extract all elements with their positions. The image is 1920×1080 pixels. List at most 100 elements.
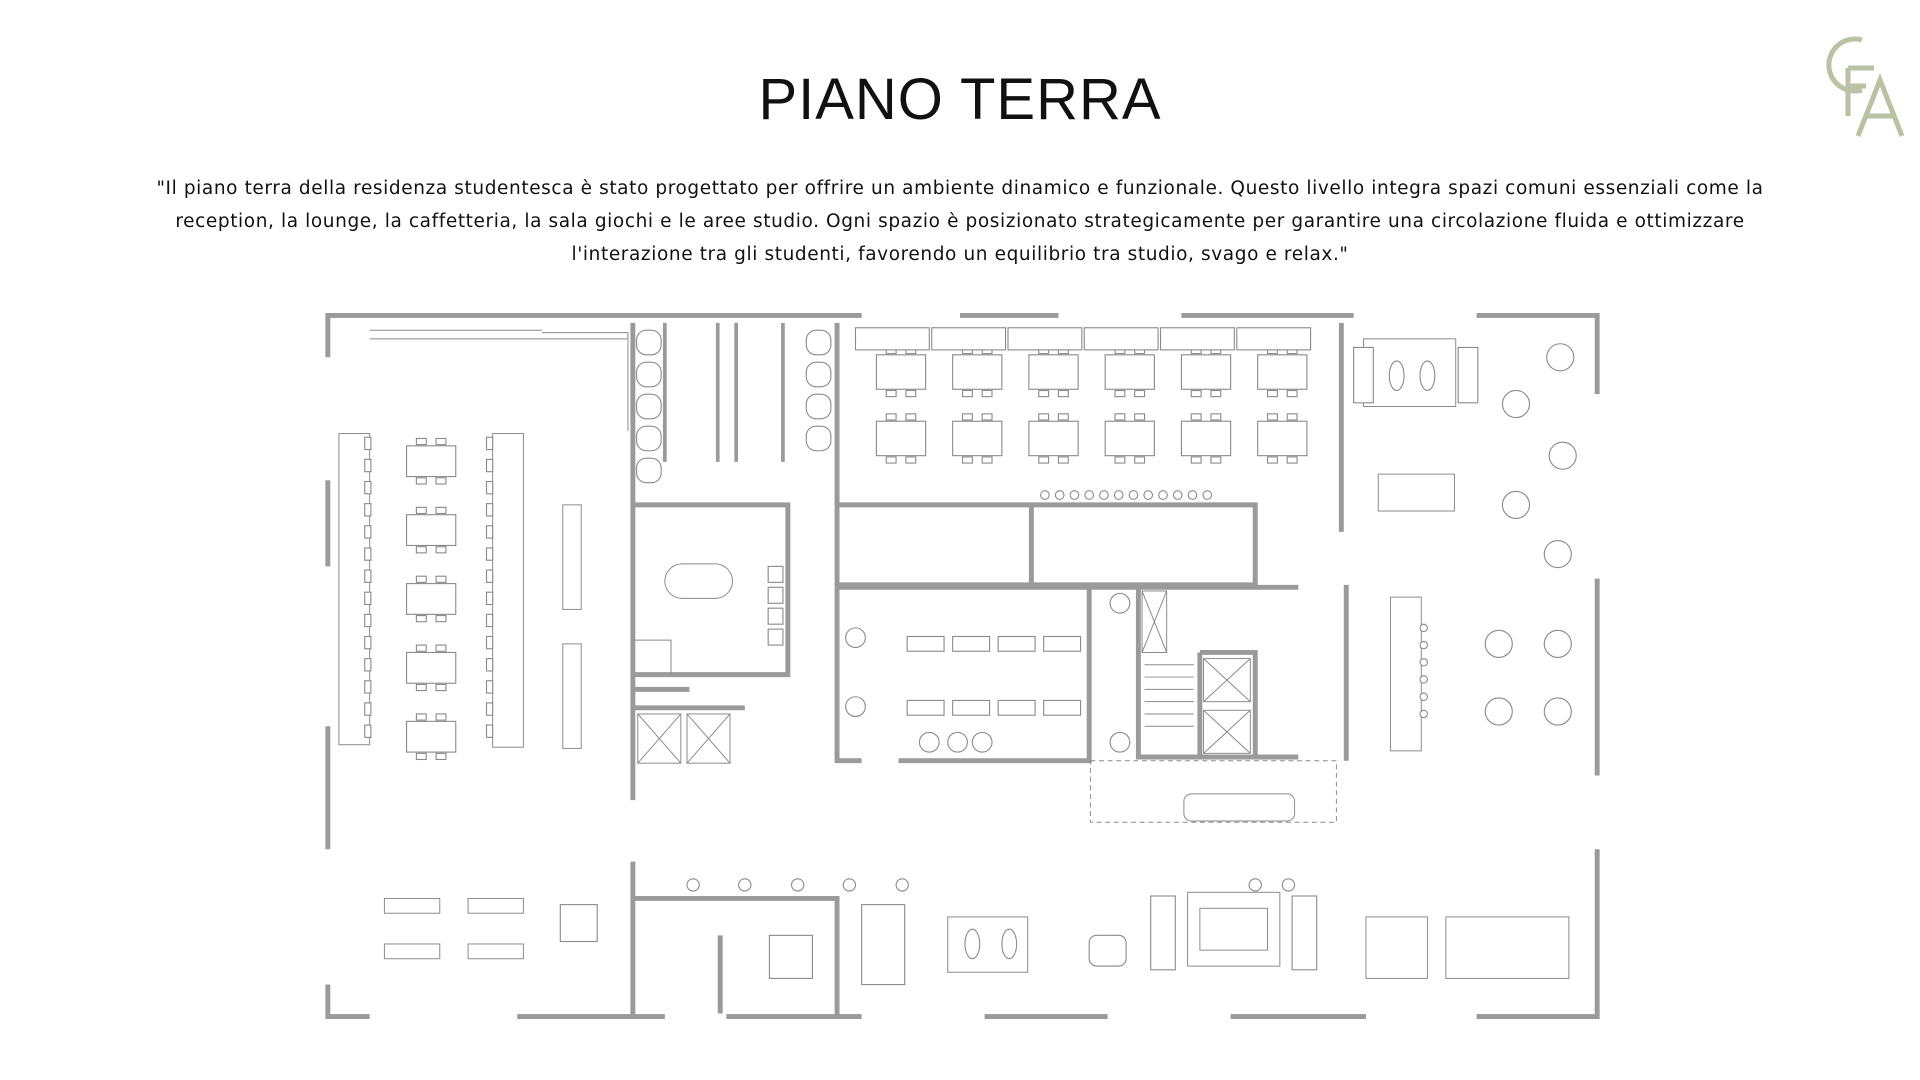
bench [562, 504, 582, 610]
chair [981, 456, 993, 464]
chair [435, 477, 447, 485]
sofa [1083, 327, 1159, 351]
cafe-table [997, 699, 1036, 716]
sofa [1291, 895, 1318, 971]
round-table [971, 731, 993, 753]
bar-stool [364, 436, 372, 451]
bar-stool [364, 613, 372, 628]
dining-table [664, 563, 733, 599]
stool [1419, 709, 1428, 719]
cafe-table [997, 635, 1036, 652]
walls [325, 313, 1600, 1019]
table [406, 514, 457, 547]
chair [1266, 413, 1278, 421]
cafe-table [952, 635, 991, 652]
chair [485, 480, 494, 495]
chair [415, 506, 427, 515]
chair [415, 683, 427, 692]
description-line: l'interazione tra gli studenti, favorend… [571, 244, 1349, 265]
round-table [1546, 343, 1575, 372]
elevator [1203, 709, 1251, 754]
chair [485, 503, 494, 517]
chair [485, 569, 494, 583]
bar-stool [364, 724, 372, 738]
reception-counter [1183, 793, 1296, 822]
table [406, 720, 457, 753]
stool [1248, 878, 1262, 892]
round-table [1484, 629, 1513, 658]
chair [415, 546, 427, 554]
toilet [636, 393, 662, 420]
bench [383, 943, 441, 960]
toilet [636, 329, 662, 356]
round-table [1484, 697, 1513, 726]
stool [686, 878, 700, 892]
bar-stool [1113, 490, 1124, 500]
chair [435, 713, 447, 721]
cushion [1001, 928, 1018, 960]
cafe-table [1043, 635, 1082, 652]
stair-top [369, 329, 629, 432]
furniture [364, 327, 1577, 986]
bench [467, 943, 524, 960]
bar-stool [364, 503, 372, 517]
sofa [931, 327, 1007, 351]
shelving [492, 433, 524, 748]
chair [415, 477, 427, 485]
bar-stool [364, 658, 372, 672]
lounge-table [1362, 338, 1457, 407]
chair [1286, 456, 1298, 464]
chair [1057, 413, 1069, 421]
sofa [854, 327, 930, 351]
round-table [1501, 389, 1531, 419]
piano [1088, 934, 1127, 967]
sofa [1007, 327, 1083, 351]
round-table [1501, 490, 1531, 519]
cfa-logo [1826, 36, 1905, 137]
bar-stool [1143, 490, 1154, 500]
chair [1134, 389, 1146, 398]
round-table [947, 731, 968, 753]
lounge-table [947, 916, 1029, 973]
chair [435, 683, 447, 692]
chair [485, 658, 494, 672]
stool [1419, 640, 1428, 650]
chair [435, 437, 447, 446]
chair [1210, 389, 1222, 398]
table [406, 583, 457, 615]
chair [415, 615, 427, 623]
bar-counter [338, 433, 371, 746]
chair [1038, 413, 1050, 421]
bar-stool [364, 591, 372, 606]
bench [467, 897, 524, 914]
chair [485, 724, 494, 738]
stool [790, 878, 805, 892]
chair [485, 635, 494, 650]
chair [1057, 456, 1069, 464]
description-line: reception, la lounge, la caffetteria, la… [175, 211, 1745, 232]
table [1180, 420, 1232, 457]
appliance [767, 565, 784, 583]
chair [1134, 456, 1146, 464]
chair [981, 413, 993, 421]
windows [325, 313, 1600, 1019]
table [875, 420, 927, 457]
elevator [1203, 658, 1251, 703]
chair [485, 525, 494, 539]
reception-desk [1390, 596, 1422, 752]
chair [981, 389, 993, 398]
chair [1286, 389, 1298, 398]
wall [1197, 650, 1258, 758]
chair [435, 546, 447, 554]
table [1028, 354, 1079, 390]
stool [895, 878, 909, 892]
chair [1038, 456, 1050, 464]
wall [834, 584, 1299, 764]
chair [1210, 413, 1222, 421]
bar-stool [1187, 490, 1198, 500]
desk [1445, 916, 1570, 979]
cafe-table [952, 699, 991, 716]
bar-stool [1158, 490, 1168, 500]
bar-stool [1172, 490, 1183, 500]
chair [1210, 456, 1222, 464]
